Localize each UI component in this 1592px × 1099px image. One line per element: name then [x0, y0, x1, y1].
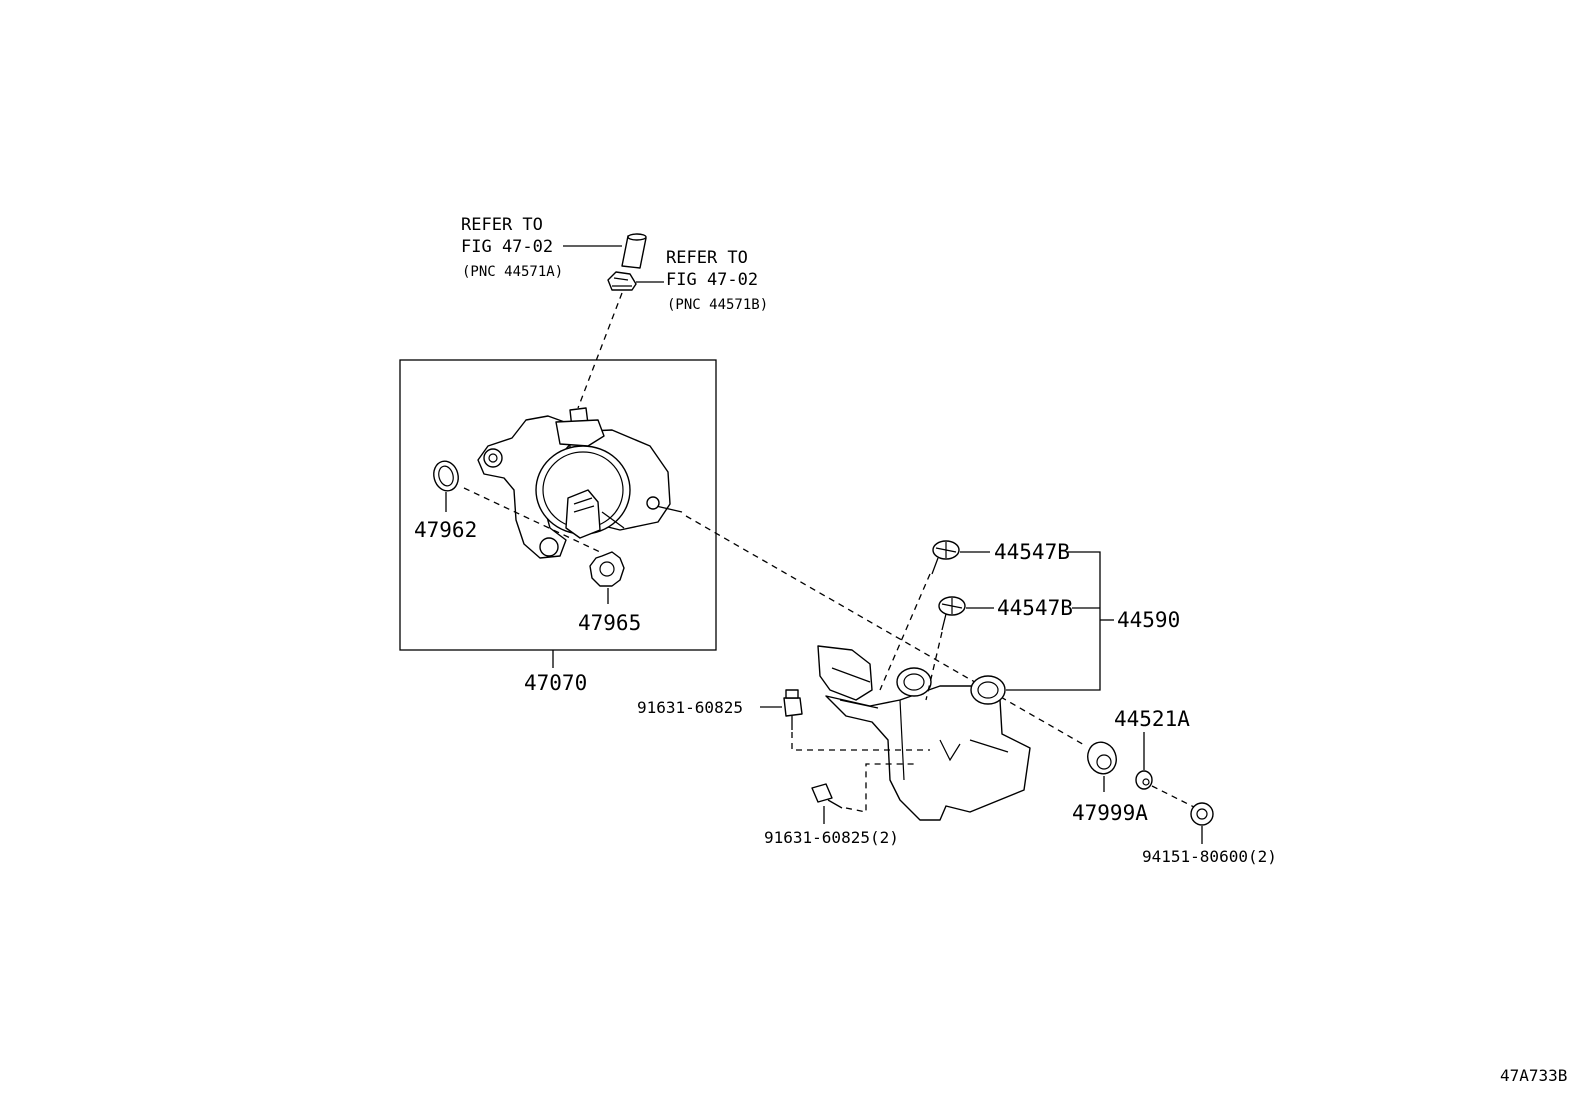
seal-ring-label: 47962 — [414, 518, 477, 542]
bolt-upper-icon — [931, 540, 960, 575]
vacuum-pump-icon — [477, 407, 683, 559]
seal-ring-icon — [433, 460, 459, 492]
nut-label: 94151-80600(2) — [1142, 847, 1277, 866]
ref-b-line1: REFER TO — [666, 248, 748, 268]
hose-path-line — [577, 292, 623, 409]
pump-assy-label: 47070 — [524, 671, 587, 695]
ref-a-line2: FIG 47-02 — [461, 237, 553, 257]
bolt-bottom-icon — [811, 783, 843, 809]
hose-end-icon — [621, 233, 647, 269]
bolt-lower-path — [925, 631, 943, 701]
bracket-assy-bracket — [1006, 551, 1101, 691]
bolt-left-icon — [783, 689, 803, 730]
bolt-left-label: 91631-60825 — [637, 698, 743, 717]
hose-clamp-icon — [607, 271, 637, 291]
ref-a-line1: REFER TO — [461, 215, 543, 235]
bolt-lower-label: 44547B — [997, 596, 1073, 620]
bolt-bottom-label: 91631-60825(2) — [764, 828, 899, 847]
cap-icon — [1135, 770, 1153, 790]
gear-label: 47965 — [578, 611, 641, 635]
bolt-bottom-path — [845, 763, 916, 813]
seal-to-gear-line — [463, 487, 601, 553]
bolt-lower-icon — [938, 596, 966, 631]
ref-b-line2: FIG 47-02 — [666, 270, 758, 290]
nut-icon — [1190, 802, 1214, 826]
ref-a-pnc: (PNC 44571A) — [462, 264, 563, 280]
grommet-icon — [1087, 741, 1117, 775]
bolt-upper-label: 44547B — [994, 540, 1070, 564]
grommet-label: 47999A — [1072, 801, 1148, 825]
bracket-icon — [817, 645, 1031, 821]
pump-assy-box — [399, 359, 717, 651]
bolt-left-path — [791, 732, 930, 751]
figure-code: 47A733B — [1500, 1066, 1567, 1085]
cap-to-nut-line — [1151, 785, 1197, 809]
gear-icon — [589, 551, 625, 587]
ref-b-pnc: (PNC 44571B) — [667, 297, 768, 313]
cap-label: 44521A — [1114, 707, 1190, 731]
bracket-assy-label: 44590 — [1117, 608, 1180, 632]
